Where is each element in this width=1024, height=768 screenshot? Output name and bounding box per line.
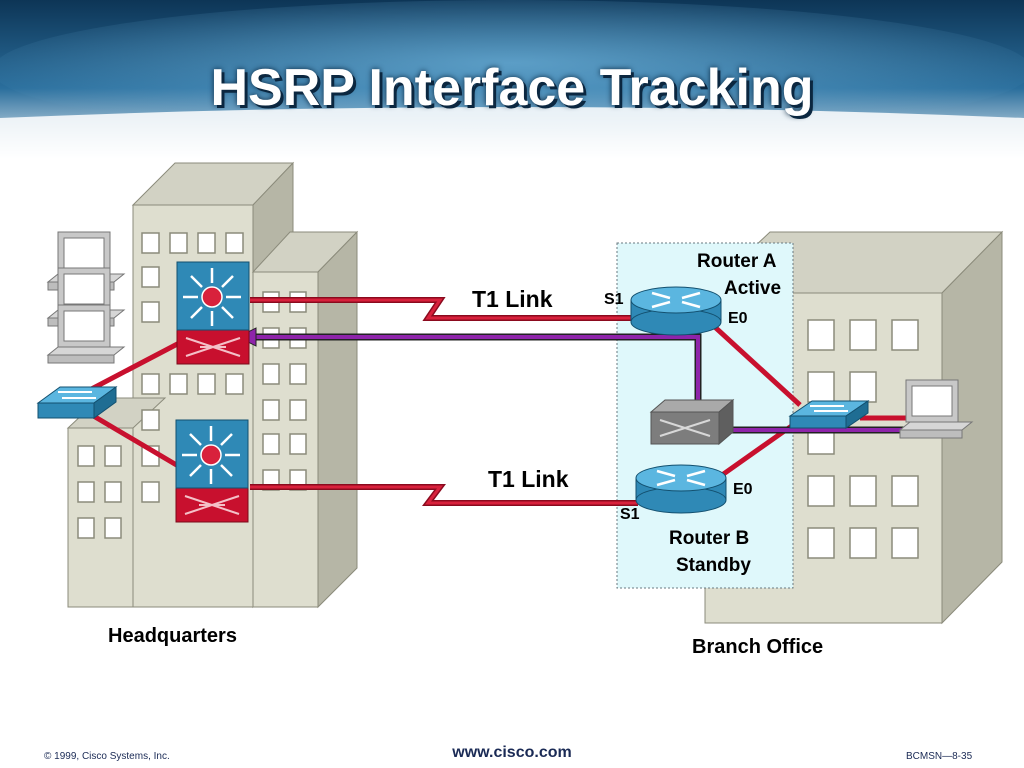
router-b-name: Router B (669, 528, 750, 549)
workgroup-switch-icon[interactable] (788, 400, 870, 429)
slide-title: HSRP Interface Tracking (210, 59, 814, 117)
headquarters-label: Headquarters (108, 625, 237, 647)
hq-lan-links (78, 337, 187, 473)
router-b-state: Standby (676, 555, 751, 576)
multilayer-switch-icon[interactable] (176, 261, 250, 365)
branch-office-label: Branch Office (692, 636, 824, 658)
router-a-serial-label: S1 (604, 291, 624, 308)
router-a-icon[interactable] (630, 286, 722, 336)
router-b-serial-label: S1 (620, 506, 640, 523)
footer-url-link[interactable]: www.cisco.com (452, 744, 572, 761)
router-b-icon[interactable] (635, 464, 727, 514)
pc-icon[interactable] (898, 379, 974, 439)
router-a-state: Active (724, 278, 782, 299)
title-banner (0, 0, 1024, 160)
footer-copyright: © 1999, Cisco Systems, Inc. (44, 751, 170, 762)
multilayer-switch-icon[interactable] (175, 419, 249, 523)
pc-icon[interactable] (46, 304, 126, 364)
router-a-name: Router A (697, 251, 777, 272)
router-a-ethernet-label: E0 (728, 310, 748, 327)
footer-slide-ref: BCMSN—8-35 (906, 751, 973, 762)
workgroup-switch-icon[interactable] (36, 386, 118, 419)
t1-link-bottom-label: T1 Link (488, 466, 569, 492)
banner-background (0, 0, 1024, 160)
t1-link-top-label: T1 Link (472, 286, 553, 312)
gray-switch-icon[interactable] (649, 398, 735, 446)
router-b-ethernet-label: E0 (733, 481, 753, 498)
headquarters-building-icon (66, 161, 359, 609)
